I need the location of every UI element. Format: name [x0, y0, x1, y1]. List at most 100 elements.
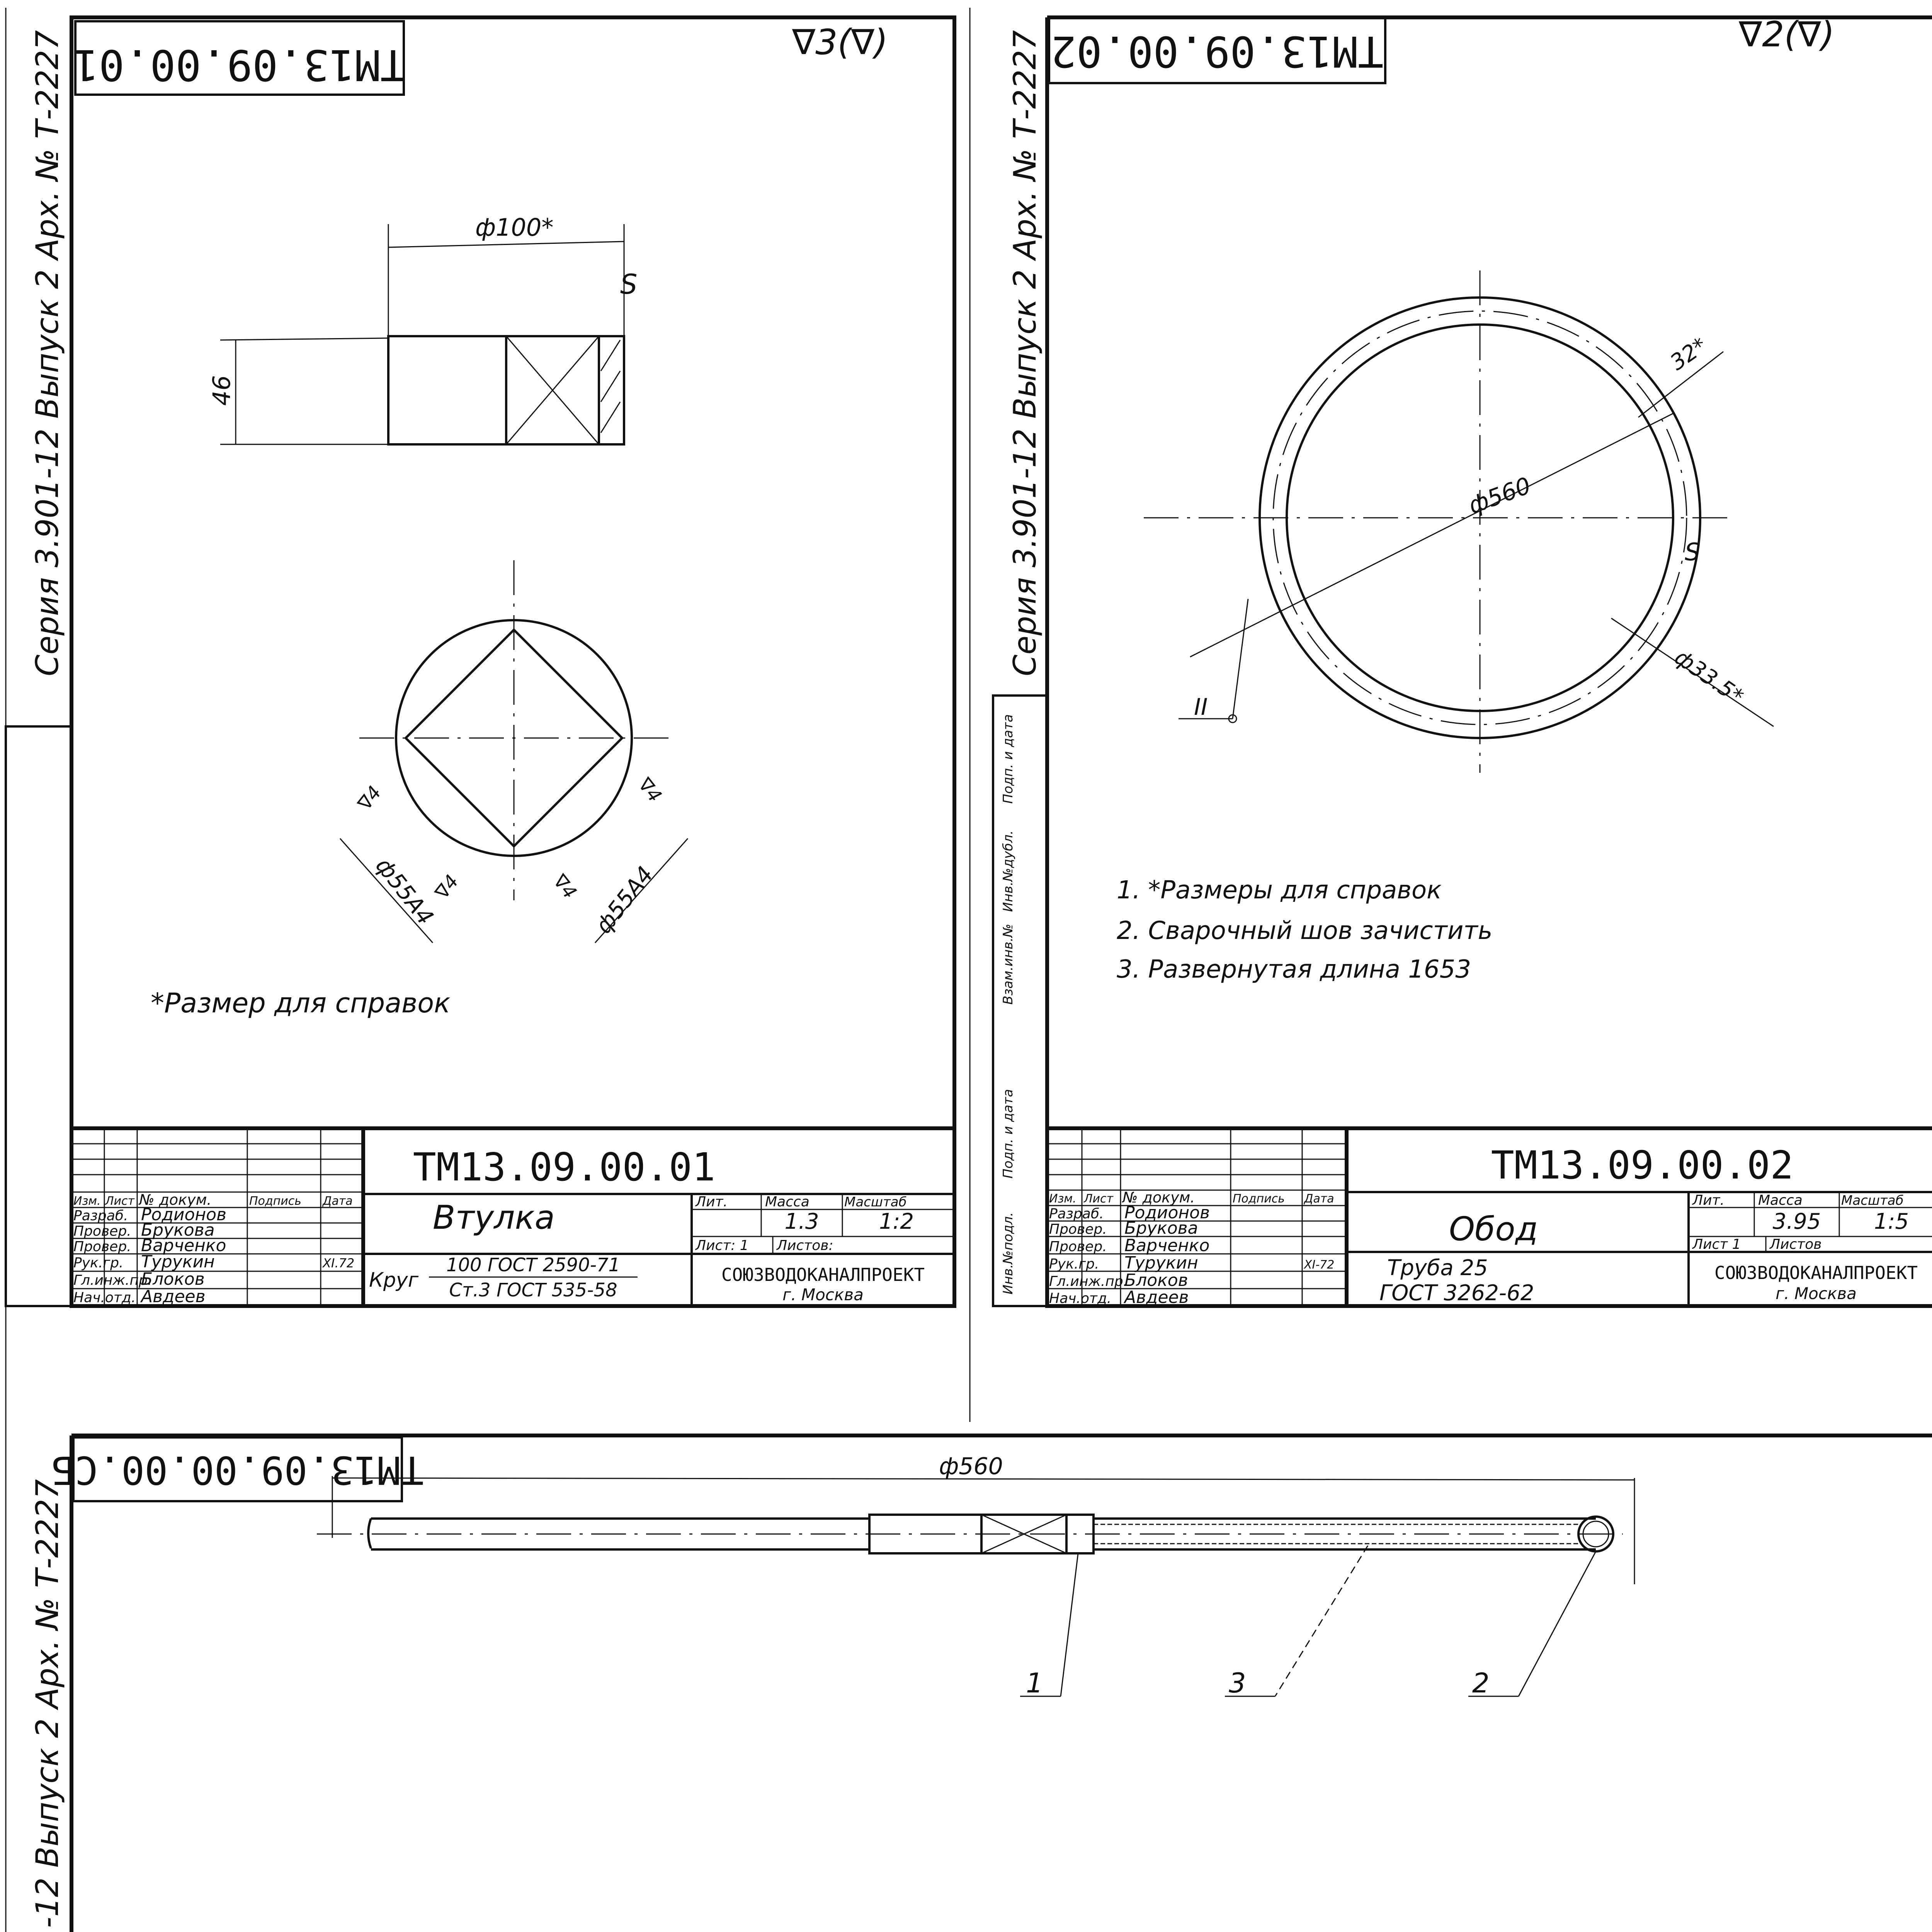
sheet-1-title-block: ТМ13.09.00.01 Втулка Изм. Лист № докум. …: [70, 1126, 956, 1308]
sheet-3-frame: [70, 1434, 1932, 1932]
callout-leader-2: [1518, 1551, 1597, 1697]
tb-role: Разраб.: [73, 1208, 128, 1224]
side-cell: Подп. и дата: [1000, 714, 1016, 804]
tb-city: г. Москва: [782, 1285, 864, 1304]
tb-scale-label: Масштаб: [1841, 1193, 1904, 1208]
sheet-2-code-box: [1048, 16, 1386, 84]
tb-person: Авдеев: [140, 1287, 206, 1306]
callout-1: 1: [1026, 1667, 1043, 1699]
flywheel-section-view: ф560 1 3 2: [317, 1453, 1635, 1699]
dim-width: 32*: [1666, 333, 1712, 375]
sheet-1-note: *Размер для справок: [151, 987, 450, 1019]
dim-diameter: ф100*: [475, 213, 553, 242]
tb-mass-label: Масса: [1758, 1192, 1803, 1208]
tb-sheets-label: Листов:: [776, 1238, 833, 1253]
dim-line-bore-left: [339, 838, 434, 943]
dim-line-diameter: [1190, 413, 1673, 658]
finish-mark-2: ∇4: [431, 871, 463, 904]
note-3: 3. Развернутая длина 1653: [1117, 955, 1471, 984]
tb-role: Провер.: [1049, 1221, 1107, 1237]
callout-3: 3: [1229, 1667, 1246, 1699]
vtulka-hatch: [600, 340, 621, 433]
tb-scale: 1:2: [879, 1209, 914, 1234]
dim-bore-right: ф55А4: [590, 861, 658, 938]
tb-mass: 1.3: [784, 1209, 819, 1234]
side-cell: Подп. и дата: [1000, 1089, 1016, 1179]
dim-s: S: [620, 269, 637, 300]
tb-mass: 3.95: [1773, 1209, 1821, 1234]
tb-role: Рук.гр.: [1049, 1256, 1099, 1272]
dim-line-bore-right: [594, 838, 689, 943]
tb-lit-label: Лит.: [695, 1194, 728, 1210]
tb-h-doc: № докум.: [138, 1191, 211, 1208]
tb-sheets-label: Листов: [1769, 1236, 1821, 1252]
tb-role: Разраб.: [1049, 1206, 1104, 1222]
tb-h-sign: Подпись: [1233, 1192, 1285, 1206]
sheet-2-obod: ТМ13.09.00.02 ∇2(∇) Серия 3.901-12 Выпус…: [992, 14, 1932, 1308]
tb-name: Обод: [1449, 1210, 1538, 1248]
tb-city: г. Москва: [1776, 1284, 1857, 1303]
tb-person: Брукова: [141, 1220, 215, 1240]
tb-names: Родионов Брукова Варченко Турукин Блоков…: [1123, 1203, 1210, 1307]
side-cell: Инв.№дубл.: [1000, 830, 1016, 912]
tb-h-izm: Изм.: [1049, 1192, 1077, 1206]
tb-code: ТМ13.09.00.01: [413, 1145, 716, 1190]
spoke-left-end: [367, 1518, 372, 1549]
tb-person: Турукин: [1124, 1253, 1198, 1273]
tb-roles: Разраб. Провер. Провер. Рук.гр. Гл.инж.п…: [73, 1208, 152, 1306]
weld-leader-label: II: [1194, 694, 1208, 721]
tb-org: СОЮЗВОДОКАНАЛПРОЕКТ: [721, 1264, 925, 1285]
dim-overall: ф560: [939, 1453, 1003, 1480]
sheet-2-notes: 1. *Размеры для справок 2. Сварочный шов…: [1117, 876, 1492, 984]
tb-person: Блоков: [1124, 1270, 1188, 1290]
tb-material-top: 100 ГОСТ 2590-71: [446, 1254, 620, 1276]
dim-s: S: [1685, 538, 1700, 566]
sheet-2-code-mirrored: ТМ13.09.00.02: [1051, 27, 1384, 76]
tb-date-value: XI.72: [322, 1256, 354, 1270]
dim-thickness: 46: [207, 375, 236, 406]
side-cell: Инв.№подл.: [1000, 1212, 1016, 1294]
tb-sheet-label: Лист 1: [1692, 1236, 1741, 1252]
tb-lit-label: Лит.: [1692, 1192, 1725, 1208]
tb-material-bottom: ГОСТ 3262-62: [1379, 1281, 1534, 1306]
obod-ring-view: ф560 32* S ф33.5* II: [1144, 270, 1774, 773]
weld-leader: [1232, 599, 1249, 719]
tb-code: ТМ13.09.00.02: [1491, 1143, 1794, 1188]
sheet-1-side-strip: Серия 3.901-12 Выпуск 2 Арх. № Т-2227: [29, 30, 65, 676]
callout-leader-1: [1060, 1553, 1079, 1697]
tb-roles: Разраб. Провер. Провер. Рук.гр. Гл.инж.п…: [1049, 1206, 1128, 1306]
tb-grid: [1047, 1128, 1347, 1306]
tb-h-list: Лист: [1083, 1192, 1114, 1206]
dim-line-diameter: [388, 241, 624, 248]
tb-h-doc: № докум.: [1122, 1189, 1195, 1206]
finish-mark-1: ∇4: [354, 782, 386, 815]
tb-material-bottom: Ст.3 ГОСТ 535-58: [449, 1279, 617, 1301]
tb-scale-label: Масштаб: [844, 1194, 907, 1210]
tb-h-izm: Изм.: [73, 1194, 101, 1208]
sheet-1-code-box: [74, 20, 405, 96]
note-1: 1. *Размеры для справок: [1117, 876, 1442, 905]
vtulka-side-view: ф100* S 46: [207, 213, 637, 446]
tb-sheet-label: Лист: 1: [695, 1238, 749, 1253]
vtulka-front-view: ф55А4 ф55А4 ∇4 ∇4 ∇4 ∇4: [339, 560, 689, 943]
tb-person: Варченко: [1124, 1236, 1209, 1255]
tb-name: Втулка: [433, 1199, 555, 1237]
weld-seam: [1094, 1524, 1580, 1544]
tb-org: СОЮЗВОДОКАНАЛПРОЕКТ: [1714, 1262, 1918, 1283]
dim-diameter: ф560: [1465, 472, 1534, 519]
tb-names: Родионов Брукова Варченко Турукин Блоков…: [140, 1205, 226, 1306]
sheet-3-code-box: [72, 1436, 403, 1502]
tb-grid: [71, 1128, 363, 1306]
sheet-2-frame: [1045, 15, 1932, 1308]
tb-h-sign: Подпись: [249, 1194, 301, 1208]
hub-cross-2: [981, 1514, 1067, 1554]
tb-scale: 1:5: [1874, 1209, 1909, 1234]
tb-person: Родионов: [141, 1205, 226, 1225]
dim-line-width: [1638, 351, 1724, 418]
sheet-2-surface-finish: ∇2(∇): [1738, 14, 1835, 55]
dim-ext-top: [220, 337, 389, 341]
tb-person: Турукин: [141, 1252, 215, 1272]
tb-h-date: Дата: [1303, 1192, 1334, 1206]
dim-bore-left: ф55А4: [371, 853, 439, 930]
